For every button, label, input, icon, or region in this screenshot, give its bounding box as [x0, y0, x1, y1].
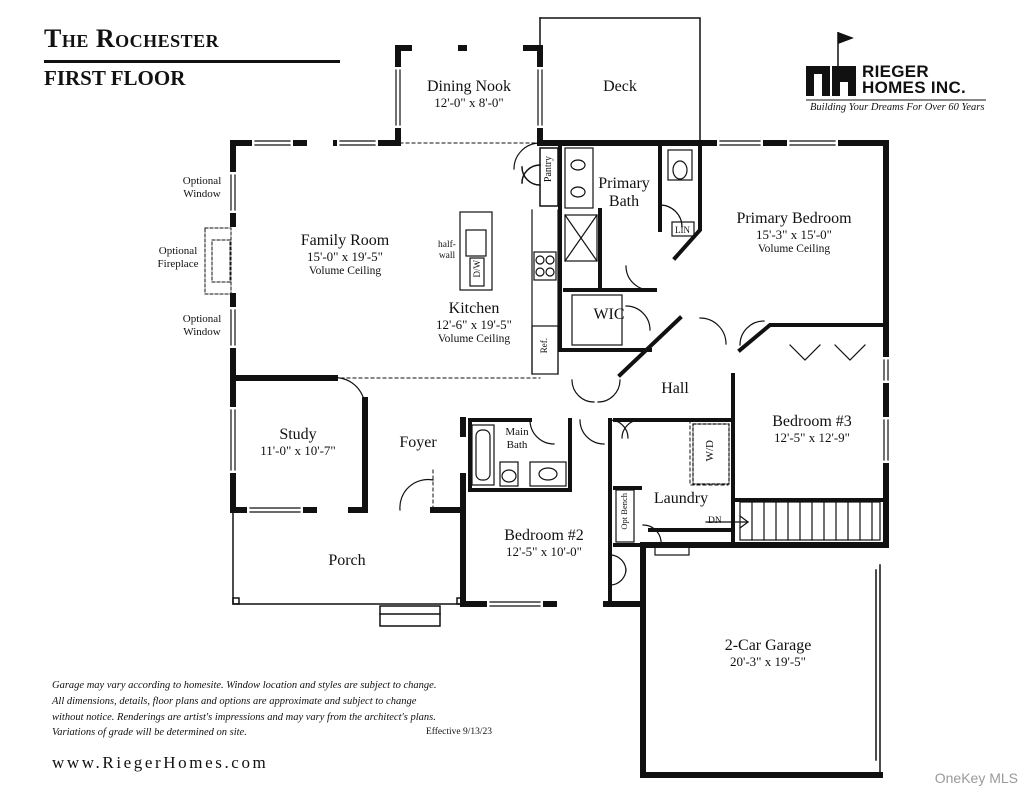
label-line-1: half- [438, 240, 456, 250]
room-name: Family Room [300, 232, 390, 249]
room-dimensions: 12'-6" x 19'-5" [436, 317, 512, 333]
room-primary-bath: Primary Bath [590, 175, 658, 212]
room-name: Bedroom #3 [772, 413, 852, 430]
room-dimensions: 15'-3" x 15'-0" [756, 227, 832, 243]
disclaimer-text: Variations of grade will be determined o… [52, 727, 247, 739]
room-name: Bedroom #2 [504, 527, 584, 544]
logo-tagline: Building Your Dreams For Over 60 Years [810, 102, 985, 113]
header-rule [44, 60, 340, 63]
room-name: Study [279, 426, 317, 443]
label-line-2: Fireplace [157, 257, 199, 270]
interior-walls [468, 141, 888, 606]
logo-line-2: HOMES INC. [862, 78, 967, 98]
room-garage: 2-Car Garage 20'-3" x 19'-5" [710, 637, 826, 670]
disclaimer-line-1: Garage may vary according to homesite. W… [52, 680, 437, 691]
windows [230, 45, 889, 607]
room-name: Laundry [653, 490, 709, 507]
room-name: Dining Nook [427, 78, 511, 95]
room-kitchen: Kitchen 12'-6" x 19'-5" Volume Ceiling [418, 300, 530, 347]
porch-posts [232, 597, 464, 605]
room-name: Deck [603, 78, 637, 95]
disclaimer-line-3: without notice. Renderings are artist's … [52, 711, 436, 723]
open-dividers [334, 142, 729, 511]
plan-title: The Rochester [44, 24, 220, 53]
room-study: Study 11'-0" x 10'-7" [248, 426, 348, 459]
room-dimensions: 20'-3" x 19'-5" [730, 654, 806, 670]
room-foyer: Foyer [390, 434, 446, 452]
optional-fireplace [204, 227, 232, 295]
room-note: Volume Ceiling [437, 333, 511, 346]
window-panes [230, 69, 889, 607]
room-name-line-1: Primary [598, 175, 650, 192]
door-swings [329, 142, 866, 586]
room-note: Volume Ceiling [757, 243, 831, 256]
half-wall-label: half- wall [432, 240, 462, 262]
room-dimensions: 12'-0" x 8'-0" [434, 95, 504, 111]
garage-door-track [875, 564, 881, 776]
room-bedroom-2: Bedroom #2 12'-5" x 10'-0" [486, 527, 602, 560]
room-name-line-1: Main [505, 426, 529, 438]
washer-dryer-label: W/D [704, 440, 716, 462]
kitchen-counter [531, 209, 559, 375]
room-main-bath: Main Bath [500, 426, 534, 451]
room-name-line-2: Bath [608, 193, 640, 211]
optional-window-label-2: Optional Window [172, 313, 232, 338]
deck-outline [539, 17, 701, 144]
label-line-2: wall [438, 250, 456, 261]
kitchen-island [459, 211, 493, 291]
label-line-2: Window [183, 187, 221, 200]
primary-bath-fixtures [564, 147, 695, 346]
opt-bench-label: Opt Bench [619, 493, 629, 530]
stairs-down-label: DN [708, 516, 722, 526]
house-flag-logo-icon [806, 32, 986, 101]
room-primary-bedroom: Primary Bedroom 15'-3" x 15'-0" Volume C… [724, 210, 864, 257]
pantry-label: Pantry [543, 156, 554, 183]
optional-fireplace-label: Optional Fireplace [150, 245, 206, 270]
room-wic: WIC [584, 306, 634, 324]
pantry [521, 147, 559, 207]
room-name: Kitchen [448, 300, 500, 317]
logo-line-1: RIEGER [862, 62, 929, 81]
disclaimer-line-4: Variations of grade will be determined o… [52, 725, 492, 741]
floor-label: FIRST FLOOR [44, 66, 186, 90]
room-deck: Deck [580, 78, 660, 96]
room-dimensions: 11'-0" x 10'-7" [260, 443, 336, 459]
room-dimensions: 12'-5" x 12'-9" [774, 430, 850, 446]
optional-window-label-1: Optional Window [172, 175, 232, 200]
room-note: Volume Ceiling [308, 265, 382, 278]
logo-wordmark: RIEGER HOMES INC. [862, 62, 967, 98]
laundry-fixtures [615, 423, 730, 556]
stairs [705, 501, 881, 541]
room-name-line-2: Bath [506, 438, 528, 451]
room-porch: Porch [310, 552, 384, 570]
room-laundry: Laundry [646, 490, 716, 508]
linen-closet-label: LIN [675, 225, 690, 235]
room-name: Hall [661, 380, 689, 397]
effective-date: Effective 9/13/23 [425, 727, 492, 738]
website-link[interactable]: www.RiegerHomes.com [52, 753, 269, 772]
mls-watermark: OneKey MLS [934, 770, 1018, 786]
refrigerator-label: Ref. [539, 338, 549, 354]
room-name: Foyer [399, 434, 437, 451]
room-bedroom-3: Bedroom #3 12'-5" x 12'-9" [752, 413, 872, 446]
dishwasher-label: D/W [472, 260, 482, 278]
room-family-room: Family Room 15'-0" x 19'-5" Volume Ceili… [280, 232, 410, 279]
room-name: 2-Car Garage [724, 637, 812, 654]
label-line-1: Optional [182, 175, 222, 187]
main-bath-fixtures [471, 424, 567, 487]
room-name: WIC [593, 306, 625, 323]
label-line-1: Optional [182, 313, 222, 325]
disclaimer-line-2: All dimensions, details, floor plans and… [52, 695, 417, 707]
room-hall: Hall [650, 380, 700, 398]
label-line-1: Optional [158, 245, 198, 257]
room-dining-nook: Dining Nook 12'-0" x 8'-0" [410, 78, 528, 111]
room-name: Primary Bedroom [736, 210, 852, 227]
room-name: Porch [328, 552, 366, 569]
label-line-2: Window [183, 325, 221, 338]
room-dimensions: 12'-5" x 10'-0" [506, 544, 582, 560]
room-dimensions: 15'-0" x 19'-5" [307, 249, 383, 265]
disclaimer: Garage may vary according to homesite. W… [52, 678, 522, 741]
